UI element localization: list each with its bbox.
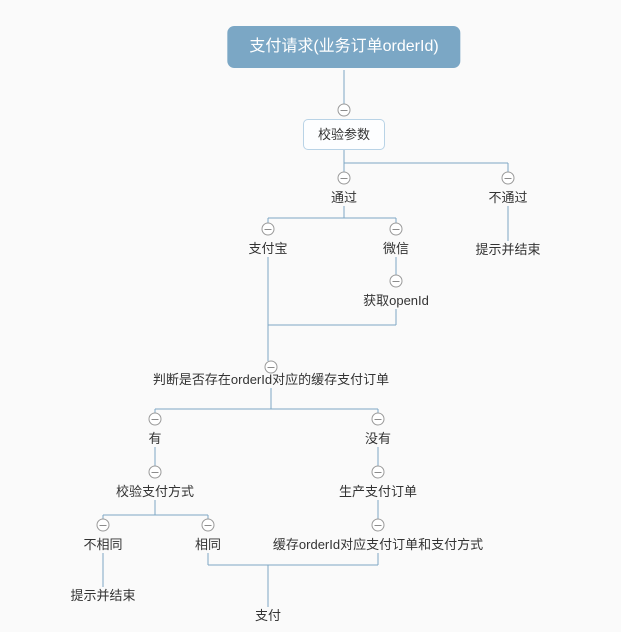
- node-fail-label: 不通过: [488, 190, 528, 205]
- node-root[interactable]: 支付请求(业务订单orderId): [227, 26, 461, 68]
- node-has[interactable]: 有: [148, 430, 161, 447]
- toggle-has-not-icon[interactable]: [371, 412, 385, 426]
- edge-check-cache-branch: [154, 388, 379, 413]
- node-has-not-label: 没有: [364, 431, 392, 446]
- node-pass-label: 通过: [330, 190, 358, 205]
- node-has-label: 有: [148, 431, 162, 446]
- toggle-has-icon[interactable]: [148, 412, 162, 426]
- node-validate-label: 校验参数: [317, 127, 371, 142]
- edge-pass-branch: [267, 206, 397, 223]
- node-same[interactable]: 相同: [195, 536, 221, 553]
- node-pass[interactable]: 通过: [331, 189, 357, 206]
- node-notify-end[interactable]: 提示并结束: [70, 587, 135, 604]
- node-check-cache-label: 判断是否存在orderId对应的缓存支付订单: [152, 372, 390, 387]
- toggle-alipay-icon[interactable]: [261, 222, 275, 236]
- node-pay-label: 支付: [254, 608, 282, 623]
- node-openid-label: 获取openId: [363, 293, 429, 308]
- node-has-not[interactable]: 没有: [365, 430, 391, 447]
- toggle-validate-icon[interactable]: [337, 103, 351, 117]
- toggle-cache-order-icon[interactable]: [371, 518, 385, 532]
- node-alipay-label: 支付宝: [248, 241, 288, 256]
- node-not-same-label: 不相同: [83, 537, 123, 552]
- node-create-order-label: 生产支付订单: [338, 484, 418, 499]
- toggle-pass-icon[interactable]: [337, 171, 351, 185]
- node-fail[interactable]: 不通过: [488, 189, 527, 206]
- toggle-check-cache-icon[interactable]: [264, 360, 278, 374]
- toggle-fail-icon[interactable]: [501, 171, 515, 185]
- node-create-order[interactable]: 生产支付订单: [339, 483, 417, 500]
- node-wechat-label: 微信: [382, 241, 410, 256]
- node-fail-end[interactable]: 提示并结束: [475, 241, 540, 258]
- toggle-not-same-icon[interactable]: [96, 518, 110, 532]
- edge-merge-check-cache: [267, 257, 397, 361]
- toggle-same-icon[interactable]: [201, 518, 215, 532]
- node-verify-pay[interactable]: 校验支付方式: [116, 483, 194, 500]
- node-wechat[interactable]: 微信: [383, 240, 409, 257]
- edge-merge-pay: [207, 553, 379, 607]
- node-cache-order[interactable]: 缓存orderId对应支付订单和支付方式: [273, 536, 483, 553]
- edge-verify-branch: [102, 500, 209, 519]
- node-root-label: 支付请求(业务订单orderId): [249, 38, 439, 55]
- node-pay[interactable]: 支付: [255, 607, 281, 624]
- toggle-openid-icon[interactable]: [389, 274, 403, 288]
- node-cache-order-label: 缓存orderId对应支付订单和支付方式: [272, 537, 484, 552]
- toggle-wechat-icon[interactable]: [389, 222, 403, 236]
- node-same-label: 相同: [194, 537, 222, 552]
- node-not-same[interactable]: 不相同: [83, 536, 122, 553]
- node-check-cache[interactable]: 判断是否存在orderId对应的缓存支付订单: [153, 371, 389, 388]
- node-verify-pay-label: 校验支付方式: [115, 484, 195, 499]
- toggle-verify-pay-icon[interactable]: [148, 465, 162, 479]
- node-fail-end-label: 提示并结束: [475, 242, 541, 257]
- node-alipay[interactable]: 支付宝: [248, 240, 287, 257]
- node-validate[interactable]: 校验参数: [302, 119, 386, 150]
- toggle-create-order-icon[interactable]: [371, 465, 385, 479]
- node-notify-end-label: 提示并结束: [70, 588, 136, 603]
- node-openid[interactable]: 获取openId: [363, 292, 429, 309]
